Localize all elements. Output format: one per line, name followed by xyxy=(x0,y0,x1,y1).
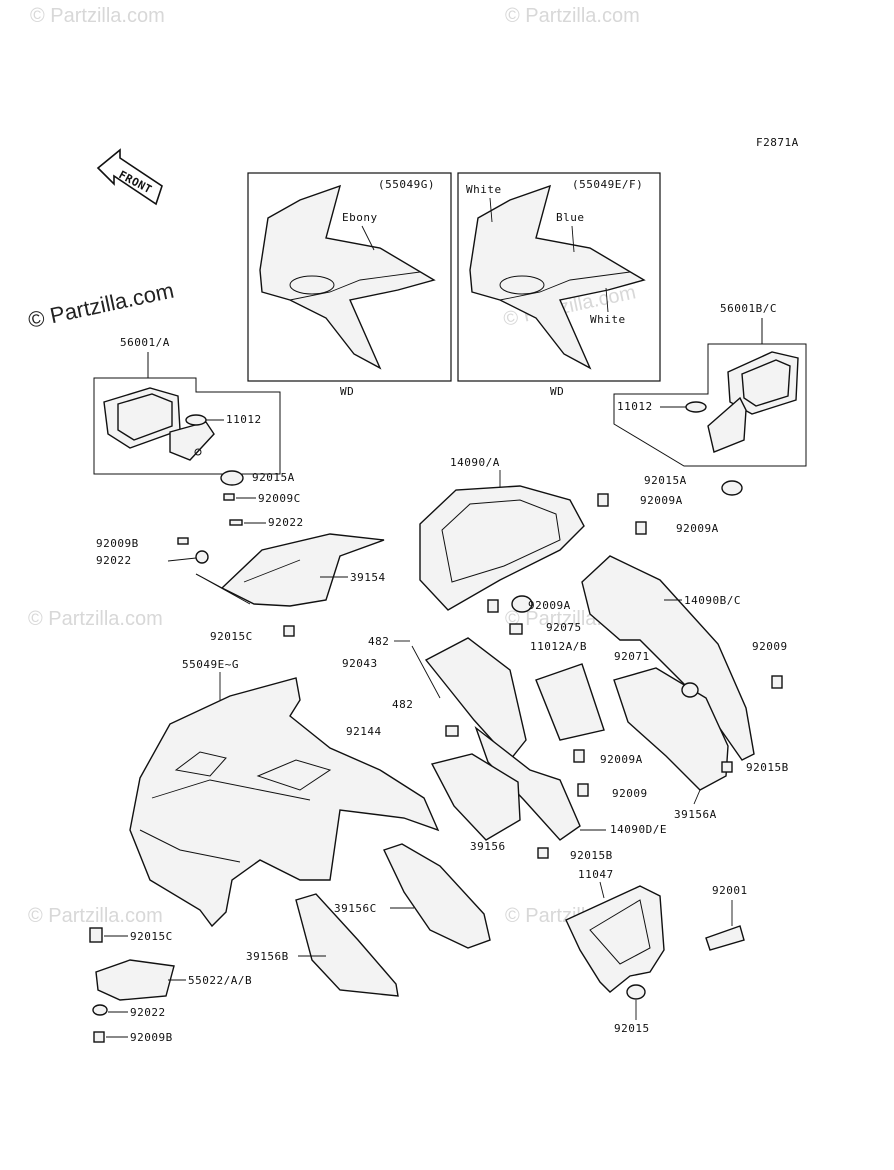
watermark-4: © Partzilla.com xyxy=(28,608,163,630)
inset-left-color: Ebony xyxy=(342,211,378,224)
label-39156: 39156 xyxy=(470,840,506,853)
hardware-right: 92015A 92009A 92009A xyxy=(597,474,743,535)
inset-right-color-mid: Blue xyxy=(556,211,585,224)
mirror-left: 56001/A 11012 xyxy=(93,336,281,475)
label-92009-2: 92009 xyxy=(612,787,648,800)
label-11012ab: 11012A/B xyxy=(530,640,587,653)
label-55022ab: 55022/A/B xyxy=(188,974,252,987)
inset-left-code: (55049G) xyxy=(378,178,435,191)
label-39154: 39154 xyxy=(350,571,386,584)
watermark-1: © Partzilla.com xyxy=(30,5,165,27)
label-92022-a: 92022 xyxy=(268,516,304,529)
bracket-11047: 11047 92001 92015 xyxy=(565,868,748,1035)
label-92015a-left: 92015A xyxy=(252,471,295,484)
label-482-a: 482 xyxy=(368,635,389,648)
label-92015: 92015 xyxy=(614,1022,650,1035)
label-92075: 92075 xyxy=(546,621,582,634)
hardware-left: 92015A 92009C 92022 92009B 92022 xyxy=(96,470,304,567)
label-14090a: 14090/A xyxy=(450,456,500,469)
label-39156c: 39156C xyxy=(334,902,377,915)
label-92022-c: 92022 xyxy=(130,1006,166,1019)
center-assembly: 92009A 482 92075 92043 11012A/B 482 9214… xyxy=(342,599,667,862)
panel-39156b: 39156B xyxy=(246,893,399,997)
label-92009a-1: 92009A xyxy=(640,494,683,507)
label-92009a-3: 92009A xyxy=(528,599,571,612)
inset-right-code: (55049E/F) xyxy=(572,178,643,191)
inset-right: White (55049E/F) Blue White WD xyxy=(457,172,661,398)
label-92015b: 92015B xyxy=(570,849,613,862)
label-92144: 92144 xyxy=(346,725,382,738)
label-92022-b: 92022 xyxy=(96,554,132,567)
front-arrow-icon: FRONT xyxy=(96,148,163,206)
panel-39156a: 92071 92009 92015B 39156A xyxy=(613,640,789,821)
copyright-text: © Partzilla.com xyxy=(26,278,176,333)
label-92009b-2: 92009B xyxy=(130,1031,173,1044)
label-11012-right: 11012 xyxy=(617,400,653,413)
label-14090bc: 14090B/C xyxy=(684,594,741,607)
upper-cowl-55049: 55049E~G xyxy=(129,658,440,928)
label-92009a-2: 92009A xyxy=(676,522,719,535)
panel-39156: 39156 xyxy=(430,753,521,853)
label-92001: 92001 xyxy=(712,884,748,897)
hardware-bottom-left: 92015C 55022/A/B 92022 92009B xyxy=(89,927,252,1044)
label-14090de: 14090D/E xyxy=(610,823,667,836)
panel-39156c: 39156C xyxy=(334,843,491,949)
inset-right-color-bottom: White xyxy=(590,313,626,326)
mirror-right: 56001B/C 11012 xyxy=(613,302,807,467)
label-39156a: 39156A xyxy=(674,808,717,821)
label-92015a-right: 92015A xyxy=(644,474,687,487)
label-482-b: 482 xyxy=(392,698,413,711)
meter-panel-14090a: 14090/A xyxy=(419,456,585,613)
label-55049eg: 55049E~G xyxy=(182,658,239,671)
inset-left: (55049G) Ebony WD xyxy=(247,172,452,398)
label-92009b: 92009B xyxy=(96,537,139,550)
label-56001bc: 56001B/C xyxy=(720,302,777,315)
label-56001a: 56001/A xyxy=(120,336,170,349)
label-92015c: 92015C xyxy=(210,630,253,643)
label-11012-left: 11012 xyxy=(226,413,262,426)
label-92015c-2: 92015C xyxy=(130,930,173,943)
label-11047: 11047 xyxy=(578,868,614,881)
label-92015b-right: 92015B xyxy=(746,761,789,774)
inset-right-color-top: White xyxy=(466,183,502,196)
watermark-2: © Partzilla.com xyxy=(505,5,640,27)
label-39156b: 39156B xyxy=(246,950,289,963)
watermark-6: © Partzilla.com xyxy=(28,905,163,927)
figure-code: F2871A xyxy=(756,136,799,149)
label-92009c: 92009C xyxy=(258,492,301,505)
label-92071: 92071 xyxy=(614,650,650,663)
inset-left-label: WD xyxy=(340,385,354,398)
label-92009a-4: 92009A xyxy=(600,753,643,766)
inset-right-label: WD xyxy=(550,385,564,398)
label-92043: 92043 xyxy=(342,657,378,670)
windscreen-39154: 39154 92015C xyxy=(195,533,386,643)
label-92009: 92009 xyxy=(752,640,788,653)
